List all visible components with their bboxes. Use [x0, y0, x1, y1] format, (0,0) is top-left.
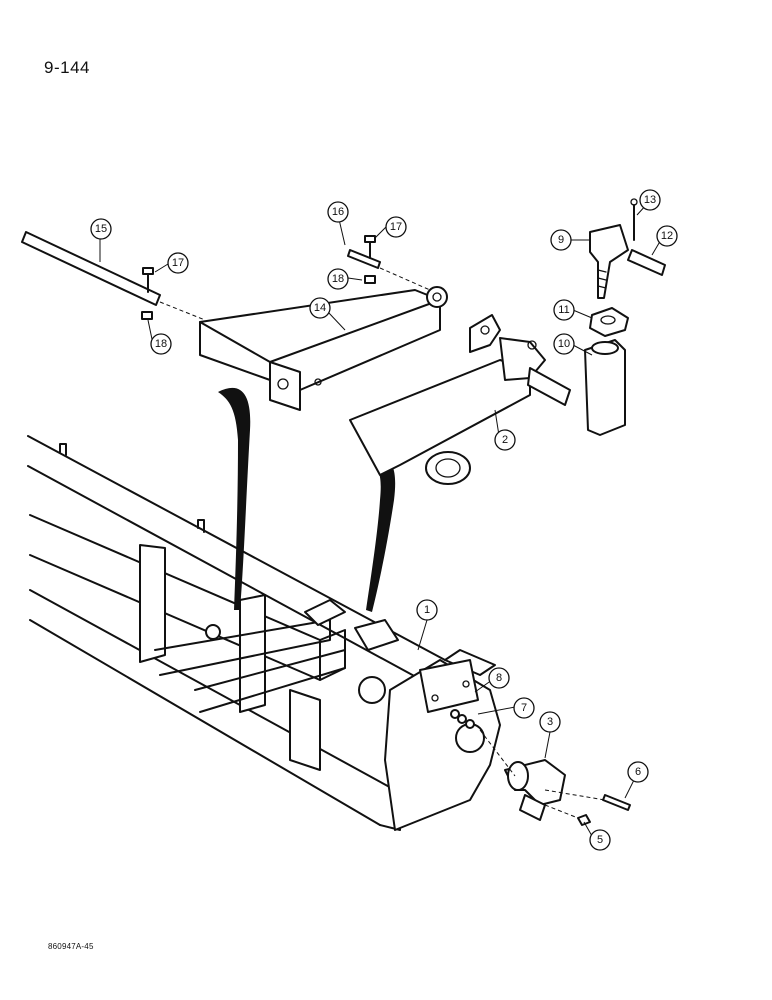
svg-text:14: 14 — [314, 302, 326, 314]
pin-12-drawing — [627, 249, 666, 276]
svg-text:10: 10 — [558, 338, 570, 350]
svg-text:6: 6 — [635, 766, 641, 778]
svg-text:18: 18 — [332, 273, 344, 285]
svg-text:13: 13 — [644, 194, 656, 206]
svg-text:11: 11 — [558, 304, 569, 316]
svg-text:7: 7 — [521, 702, 527, 714]
nut-5-drawing — [577, 814, 591, 826]
page-number: 9-144 — [44, 58, 90, 77]
axle-drawing — [349, 314, 571, 485]
svg-text:3: 3 — [547, 716, 553, 728]
svg-text:8: 8 — [496, 672, 502, 684]
callout-5: 5 — [589, 829, 611, 851]
callout-3: 3 — [539, 711, 561, 733]
callout-12: 12 — [656, 225, 678, 247]
assembly-arrow-right — [366, 459, 396, 612]
svg-text:12: 12 — [661, 230, 673, 242]
svg-text:17: 17 — [390, 221, 402, 233]
callout-9: 9 — [550, 229, 572, 251]
callout-13: 13 — [639, 189, 661, 211]
pin-16-drawing — [347, 249, 381, 269]
callout-18-lower: 18 — [150, 333, 172, 355]
washer-7-drawing — [450, 709, 460, 719]
bolt-6-drawing — [602, 794, 631, 811]
callout-18-upper: 18 — [327, 268, 349, 290]
callout-16: 16 — [327, 201, 349, 223]
main-frame-drawing — [27, 435, 501, 831]
assembly-arrow-left — [218, 387, 251, 610]
figure-code: 860947A-45 — [48, 942, 94, 951]
callout-10: 10 — [553, 333, 575, 355]
callout-6: 6 — [627, 761, 649, 783]
callout-17-upper: 17 — [385, 216, 407, 238]
svg-text:16: 16 — [332, 206, 344, 218]
long-rod-drawing — [21, 231, 161, 306]
callout-8: 8 — [488, 667, 510, 689]
callout-11: 11 — [553, 299, 575, 321]
svg-text:2: 2 — [502, 434, 508, 446]
nut-11-drawing — [589, 307, 629, 337]
callout-15: 15 — [90, 218, 112, 240]
callout-1: 1 — [416, 599, 438, 621]
svg-text:9: 9 — [558, 234, 564, 246]
svg-text:5: 5 — [597, 834, 603, 846]
callout-17-lower: 17 — [167, 252, 189, 274]
callout-14: 14 — [309, 297, 331, 319]
svg-text:1: 1 — [424, 604, 430, 616]
svg-text:15: 15 — [95, 223, 107, 235]
callout-2: 2 — [494, 429, 516, 451]
svg-text:18: 18 — [155, 338, 167, 350]
svg-text:17: 17 — [172, 257, 184, 269]
callout-7: 7 — [513, 697, 535, 719]
clevis-9-drawing — [589, 224, 629, 299]
arm-tube-drawing — [199, 286, 448, 411]
sleeve-10-drawing — [584, 339, 626, 436]
